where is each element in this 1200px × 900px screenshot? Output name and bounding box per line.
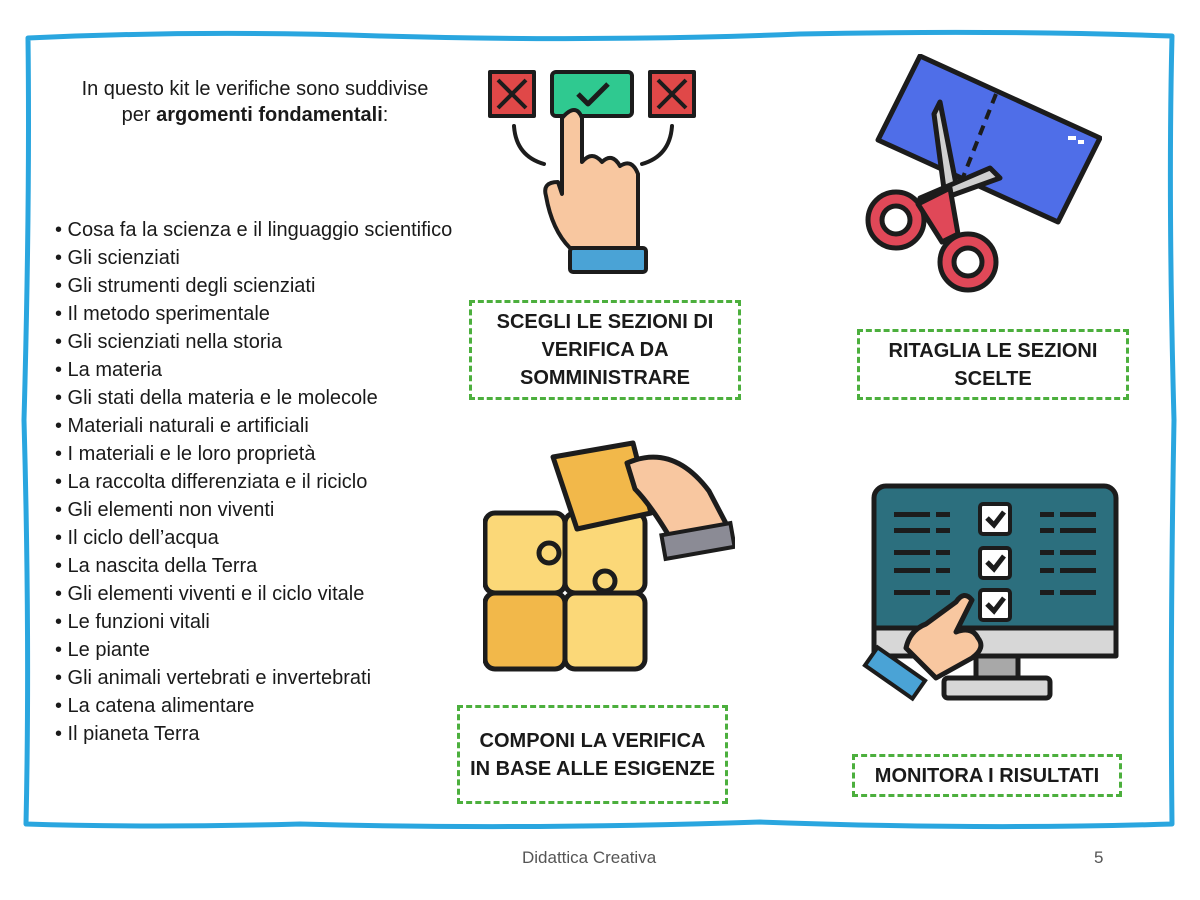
list-item: • Il ciclo dell’acqua	[55, 527, 219, 549]
list-item: • Gli scienziati	[55, 247, 180, 269]
intro-bold: argomenti fondamentali	[156, 104, 383, 126]
list-item: • Gli elementi viventi e il ciclo vitale	[55, 583, 365, 605]
hand-selecting-checkbox-icon	[488, 70, 696, 274]
list-item: • La materia	[55, 359, 163, 381]
step-compose-label: COMPONI LA VERIFICA IN BASE ALLE ESIGENZ…	[457, 705, 728, 804]
list-item: • Cosa fa la scienza e il linguaggio sci…	[55, 219, 453, 241]
step-choose-label: SCEGLI LE SEZIONI DI VERIFICA DA SOMMINI…	[469, 300, 741, 400]
topic-list: • Cosa fa la scienza e il linguaggio sci…	[55, 216, 455, 748]
puzzle-pieces-icon	[483, 440, 735, 672]
intro-line-1: In questo kit le verifiche sono suddivis…	[81, 78, 429, 100]
list-item: • La nascita della Terra	[55, 555, 258, 577]
scissors-cutting-paper-icon	[865, 54, 1102, 293]
list-item: • La raccolta differenziata e il riciclo	[55, 471, 368, 493]
step-monitor-label: MONITORA I RISULTATI	[852, 754, 1122, 797]
list-item: • Gli scienziati nella storia	[55, 331, 283, 353]
monitor-checklist-icon	[862, 483, 1119, 702]
list-item: • Le piante	[55, 639, 150, 661]
list-item: • Il metodo sperimentale	[55, 303, 270, 325]
list-item: • La catena alimentare	[55, 695, 255, 717]
list-item: • I materiali e le loro proprietà	[55, 443, 316, 465]
list-item: • Il pianeta Terra	[55, 723, 200, 745]
list-item: • Gli stati della materia e le molecole	[55, 387, 378, 409]
intro-line-2: per argomenti fondamentali:	[121, 104, 389, 126]
list-item: • Le funzioni vitali	[55, 611, 210, 633]
list-item: • Materiali naturali e artificiali	[55, 415, 309, 437]
step-cut-label: RITAGLIA LE SEZIONI SCELTE	[857, 329, 1129, 400]
list-item: • Gli elementi non viventi	[55, 499, 275, 521]
page-number: 5	[1094, 848, 1104, 867]
footer-brand: Didattica Creativa	[522, 848, 657, 867]
list-item: • Gli strumenti degli scienziati	[55, 275, 316, 297]
intro-text: In questo kit le verifiche sono suddivis…	[40, 76, 470, 128]
list-item: • Gli animali vertebrati e invertebrati	[55, 667, 372, 689]
